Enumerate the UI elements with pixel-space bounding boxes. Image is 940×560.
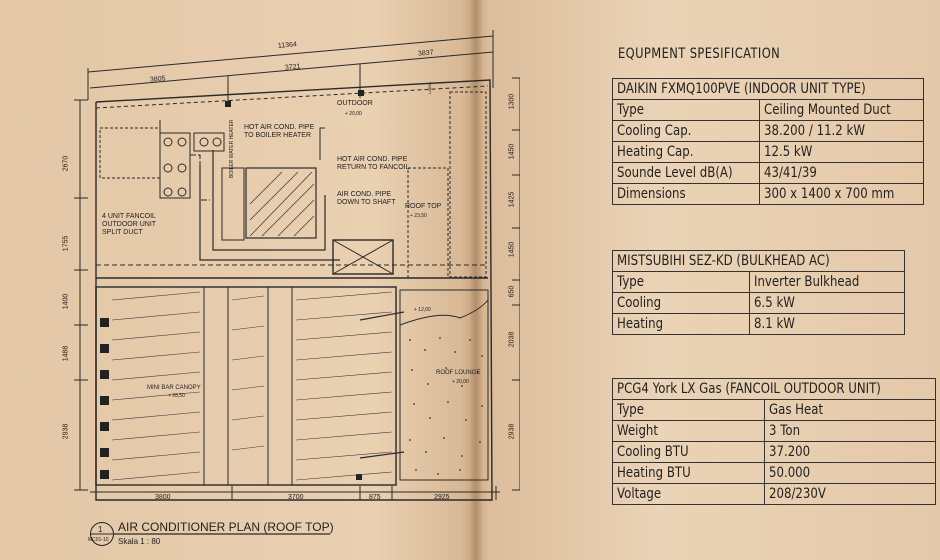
sheet-code: MC01-10 — [88, 537, 109, 543]
dim-left-1: 2670 — [62, 155, 70, 172]
drawing-title: AIR CONDITIONER PLAN (ROOF TOP) — [118, 520, 334, 534]
spec-table-header: DAIKIN FXMQ100PVE (INDOOR UNIT TYPE) — [612, 78, 924, 100]
label-air-shaft: AIR COND. PIPE DOWN TO SHAFT — [337, 191, 396, 206]
dim-bottom-2: 3700 — [288, 494, 304, 501]
label-outdoor: OUTDOOR — [337, 100, 373, 107]
drawing-number-circle — [90, 522, 114, 546]
dim-top-mid: 3721 — [284, 63, 301, 72]
table-row: Heating Cap.12.5 kW — [612, 141, 924, 163]
label-roof-top-level: + 23,50 — [410, 213, 427, 219]
label-hot-air-return: HOT AIR COND. PIPE RETURN TO FANCOIL — [337, 156, 410, 171]
dim-right-3: 1425 — [508, 191, 516, 208]
label-roof-lounge: ROOF LOUNGE — [436, 370, 481, 376]
drawing-scale: Skala 1 : 80 — [118, 537, 161, 546]
spec-table-header: MISTSUBIHI SEZ-KD (BULKHEAD AC) — [612, 250, 905, 272]
dim-top-right: 3837 — [417, 49, 434, 58]
dim-right-7: 2938 — [508, 423, 516, 440]
lounge-dot-pattern — [409, 337, 483, 475]
label-roof-top: ROOF TOP — [405, 203, 442, 210]
label-mini-bar-level: + 28,50 — [168, 393, 185, 399]
dim-top-left: 3805 — [149, 75, 166, 84]
label-hot-air-boiler: HOT AIR COND. PIPE TO BOILER HEATER — [244, 124, 315, 139]
label-small-tag: LABEL — [427, 81, 432, 94]
dim-left-5: 2938 — [62, 423, 70, 440]
dim-bottom-1: 3800 — [155, 494, 171, 501]
dim-right-1: 1300 — [508, 93, 516, 110]
label-roof-lounge-level: + 20,00 — [452, 379, 469, 385]
dim-right-5: 650 — [508, 285, 516, 298]
spec-table-york: PCG4 York LX Gas (FANCOIL OUTDOOR UNIT) … — [611, 378, 937, 505]
plan-linework — [74, 30, 520, 535]
table-row: Cooling Cap.38.200 / 11.2 kW — [612, 120, 924, 142]
dim-right-6: 2038 — [508, 331, 516, 348]
page-fold — [470, 0, 482, 560]
label-boiler-water: BOILER WATER HEATER — [229, 119, 235, 178]
drawing-number: 1 — [98, 525, 103, 534]
air-conditioner-plan-drawing: 11364 3805 3721 3837 3800 3700 875 2925 … — [62, 30, 520, 546]
dim-right-4: 1450 — [508, 241, 516, 258]
spec-heading: EQUPMENT SPESIFICATION — [618, 46, 781, 62]
dim-right-2: 1450 — [508, 143, 516, 160]
dim-bottom-3: 875 — [369, 494, 381, 501]
dim-left-2: 1755 — [62, 235, 70, 252]
label-mini-bar: MINI BAR CANOPY — [147, 385, 201, 391]
label-fancoil: 4 UNIT FANCOIL OUTDOOR UNIT SPLIT DUCT — [102, 213, 157, 236]
dim-bottom-4: 2925 — [434, 494, 450, 501]
label-level-1200: + 12,00 — [414, 307, 431, 313]
spec-table-header: PCG4 York LX Gas (FANCOIL OUTDOOR UNIT) — [611, 378, 937, 400]
dim-left-3: 1400 — [62, 293, 70, 310]
table-row: Sounde Level dB(A)43/41/39 — [612, 162, 924, 184]
dim-left-4: 1488 — [62, 345, 70, 362]
label-outdoor-level: + 20,00 — [345, 111, 362, 117]
spec-table-daikin: DAIKIN FXMQ100PVE (INDOOR UNIT TYPE) Typ… — [612, 78, 924, 205]
